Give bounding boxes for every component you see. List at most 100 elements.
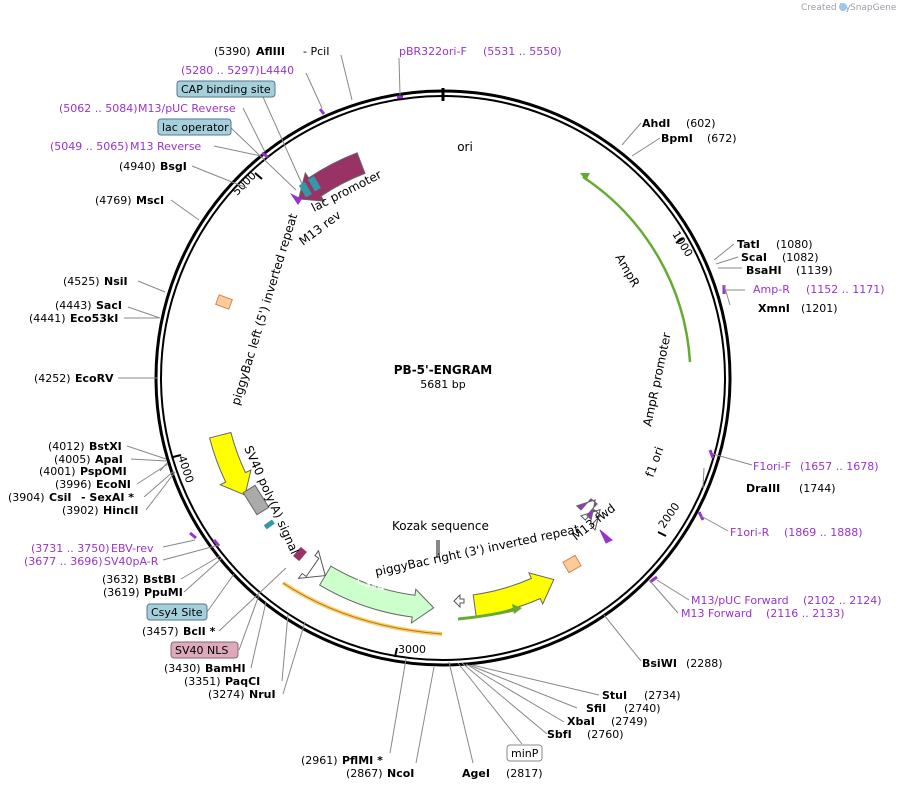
svg-text:(3619): (3619) [103,586,140,599]
svg-text:TatI: TatI [737,238,760,251]
enzyme-eco53kI: (4441) Eco53kI [29,312,118,325]
sv40-nls-tag: SV40 NLS [170,641,239,659]
enzyme-ncoI: (2867) NcoI [346,767,414,780]
primer-mark-l4440 [318,108,326,115]
svg-text:L4440: L4440 [260,64,294,77]
svg-text:BpmI: BpmI [661,132,693,145]
primer-l4440: (5280 .. 5297) L4440 [181,64,294,77]
svg-text:(3351): (3351) [184,675,221,688]
svg-text:CsiI: CsiI [49,491,71,504]
pb-right-feature-box [562,554,582,574]
svg-text:(2734): (2734) [644,689,681,702]
enzyme-xbaI: XbaI (2749) [567,715,648,728]
lac-operator-mark [298,181,312,198]
enzyme-apaI: (4005) ApaI [54,453,123,466]
ori-label: ori [457,140,473,154]
enzyme-ecoNI: (3996) EcoNI [55,478,131,491]
svg-text:(2288): (2288) [686,657,723,670]
enzyme-ageI: AgeI (2817) [462,767,543,780]
primer-ebv-rev: (3731 .. 3750) EBV-rev [31,542,154,555]
primer-mark-f1orif [708,449,715,459]
svg-text:BsaHI: BsaHI [746,264,782,277]
primer-amp-r: Amp-R (1152 .. 1171) [753,283,885,296]
svg-text:M13 Reverse: M13 Reverse [130,140,201,153]
svg-text:(1082): (1082) [782,251,819,264]
svg-text:(5062 .. 5084): (5062 .. 5084) [59,102,138,115]
enzyme-sacI: (4443) SacI [55,299,122,312]
svg-text:M13 Forward: M13 Forward [681,607,752,620]
svg-text:M13/pUC Reverse: M13/pUC Reverse [138,102,236,115]
primer-m13-forward: M13 Forward (2116 .. 2133) [681,607,845,620]
svg-text:DraIII: DraIII [746,482,780,495]
primer-mark-ebv [189,531,197,540]
svg-text:XmnI: XmnI [758,302,790,315]
primer-m13-puc-forward: M13/pUC Forward (2102 .. 2124) [691,594,882,607]
svg-text:(4940): (4940) [119,160,156,173]
svg-text:(2760): (2760) [587,728,624,741]
m13-rev-mark [290,193,302,205]
svg-text:PpuMI: PpuMI [144,586,183,599]
enzyme-scaI: ScaI (1082) [741,251,819,264]
svg-text:(5390): (5390) [214,45,251,58]
svg-text:PflMI *: PflMI * [342,754,383,767]
enzyme-paqCI: (3351) PaqCI [184,675,260,688]
svg-text:NsiI: NsiI [104,275,128,288]
enzyme-draIII: DraIII (1744) [746,482,836,495]
svg-text:(2961): (2961) [301,754,338,767]
f1ori-label: f1 ori [643,445,667,479]
svg-text:PaqCI: PaqCI [225,675,260,688]
ampr-green-arc [582,175,692,363]
enzyme-ahdI: AhdI (602) [642,117,716,130]
primer-sv40pa-r: (3677 .. 3696) SV40pA-R [24,555,159,568]
svg-text:(5049 .. 5065): (5049 .. 5065) [50,140,129,153]
ampr-promoter-label: AmpR promoter [640,331,674,427]
ampr-green-arrowhead [580,173,590,181]
feature-arrow-ampr-promoter [297,549,326,579]
pb-left-feature-box [215,294,233,310]
svg-text:(1080): (1080) [776,238,813,251]
minp-arrow-icon [453,593,465,609]
svg-text:(1744): (1744) [799,482,836,495]
orange-arc-outline [282,582,443,635]
cap-site-mark [307,175,321,192]
svg-text:StuI: StuI [602,689,627,702]
m13-rev-label: M13 rev [296,208,343,248]
enzyme-bsaHI: BsaHI (1139) [746,264,833,277]
svg-text:minP: minP [511,747,539,760]
feature-arrow-m13-rev [575,498,598,521]
enzyme-hincII: (3902) HincII [62,504,139,517]
enzyme-bsiWI: BsiWI (2288) [642,657,723,670]
svg-text:Amp-R: Amp-R [753,283,790,296]
enzyme-mscI: (4769) MscI [95,194,164,207]
svg-text:(3457): (3457) [142,625,179,638]
svg-text:EcoNI: EcoNI [96,478,131,491]
svg-text:(5280 .. 5297): (5280 .. 5297) [181,64,260,77]
svg-text:(4441): (4441) [29,312,66,325]
enzyme-pflMI: (2961) PflMI * [301,754,383,767]
svg-text:BclI *: BclI * [183,625,216,638]
svg-text:- SexAI *: - SexAI * [81,491,134,504]
svg-text:(1657 .. 1678): (1657 .. 1678) [800,460,879,473]
m13-fwd-mark [599,529,613,544]
enzyme-ecoRV: (4252) EcoRV [34,372,114,385]
svg-text:ScaI: ScaI [741,251,767,264]
svg-text:5000: 5000 [230,169,259,198]
enzyme-nsiI: (4525) NsiI [63,275,128,288]
svg-text:(2740): (2740) [624,702,661,715]
svg-text:(602): (602) [686,117,716,130]
svg-text:lac operator: lac operator [162,121,229,134]
enzyme-xmnI: XmnI (1201) [758,302,838,315]
svg-text:(4525): (4525) [63,275,100,288]
svg-text:SacI: SacI [96,299,122,312]
enzyme-aflIII: (5390) AflIII - PciI [214,45,329,58]
svg-text:PspOMI: PspOMI [80,465,127,478]
svg-text:SV40 NLS: SV40 NLS [175,644,228,657]
enzyme-bstBI: (3632) BstBI [102,573,176,586]
svg-text:(1201): (1201) [801,302,838,315]
svg-text:(2867): (2867) [346,767,383,780]
svg-text:ApaI: ApaI [95,453,123,466]
svg-text:(4252): (4252) [34,372,71,385]
svg-text:(3902): (3902) [62,504,99,517]
primer-m13-reverse: (5049 .. 5065) M13 Reverse [50,140,201,153]
